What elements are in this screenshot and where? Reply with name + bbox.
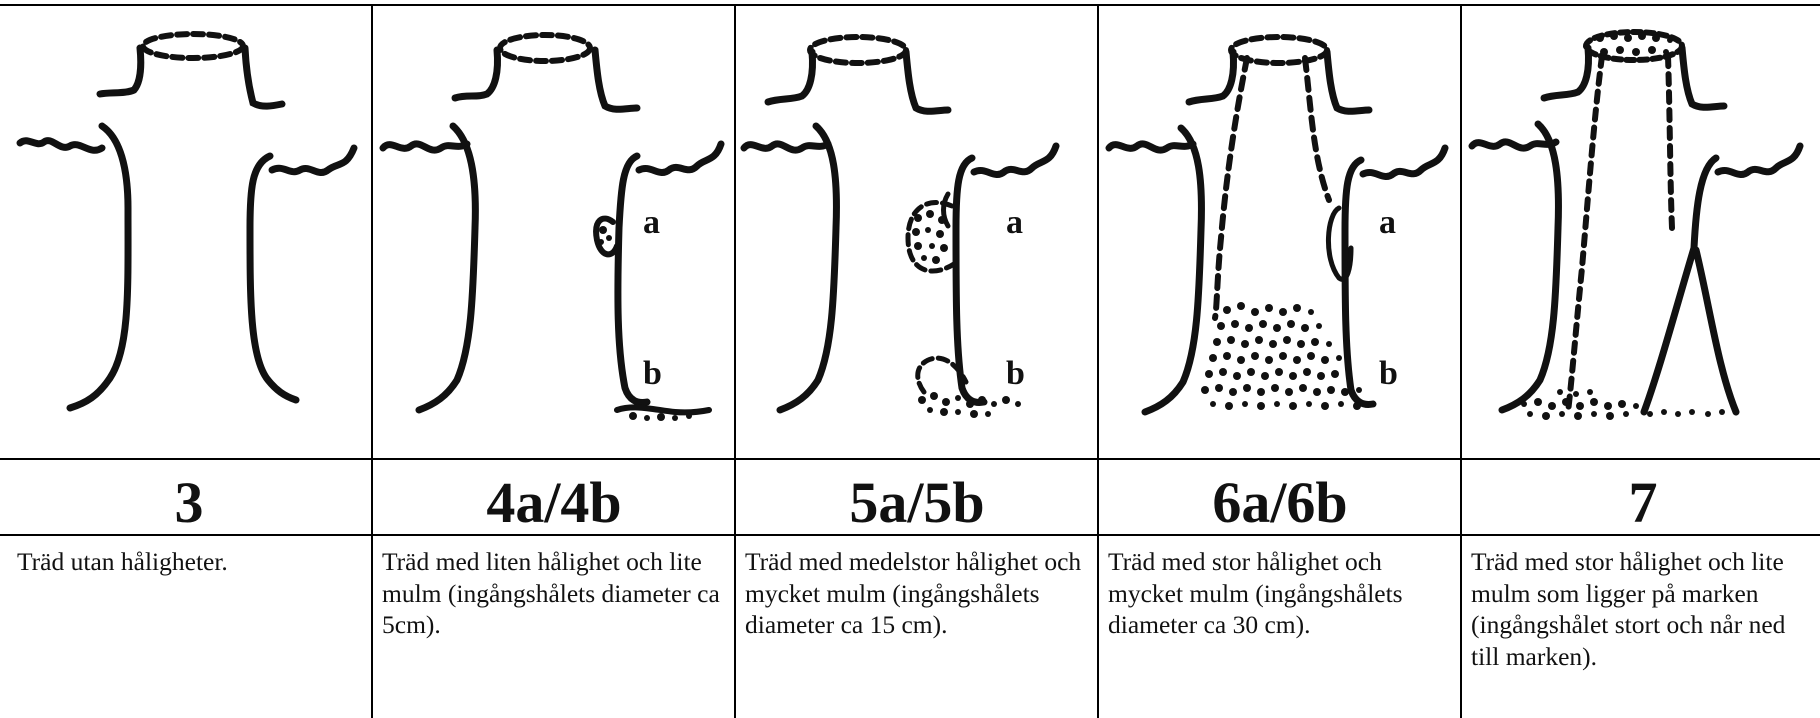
- panel-stage-3: 3 Träd utan håligheter.: [8, 6, 370, 718]
- stage-number: 7: [1462, 464, 1820, 540]
- stage-description: Träd med medelstor hålighet och mycket m…: [745, 546, 1091, 641]
- stage-number: 6a/6b: [1099, 464, 1461, 540]
- panel-stage-6: a b 6a/6b Träd med stor hålighet och myc…: [1099, 6, 1461, 718]
- stage-number: 4a/4b: [373, 464, 735, 540]
- stage-number: 5a/5b: [736, 464, 1098, 540]
- tree-illustration-stage-4: a b: [375, 8, 733, 458]
- label-a: a: [1006, 204, 1023, 241]
- stage-description: Träd med stor hålighet och mycket mulm (…: [1108, 546, 1454, 641]
- stage-description: Träd med liten hålighet och lite mulm (i…: [382, 546, 728, 641]
- label-a: a: [1379, 204, 1396, 241]
- panel-stage-7: 7 Träd med stor hålighet och lite mulm s…: [1462, 6, 1820, 718]
- label-b: b: [643, 355, 662, 392]
- label-a: a: [643, 204, 660, 241]
- stage-description: Träd med stor hålighet och lite mulm som…: [1471, 546, 1817, 672]
- stage-number: 3: [8, 464, 370, 540]
- label-b: b: [1006, 355, 1025, 392]
- tree-illustration-stage-7: [1464, 8, 1820, 458]
- stage-description: Träd utan håligheter.: [17, 546, 363, 578]
- panel-stage-5: a b 5a/5b Träd med medelstor hålighet oc…: [736, 6, 1098, 718]
- tree-illustration-stage-5: a b: [738, 8, 1096, 458]
- tree-illustration-stage-3: [10, 8, 368, 458]
- tree-illustration-stage-6: a b: [1101, 8, 1459, 458]
- label-b: b: [1379, 355, 1398, 392]
- panel-stage-4: a b 4a/4b Träd med liten hålighet och li…: [373, 6, 735, 718]
